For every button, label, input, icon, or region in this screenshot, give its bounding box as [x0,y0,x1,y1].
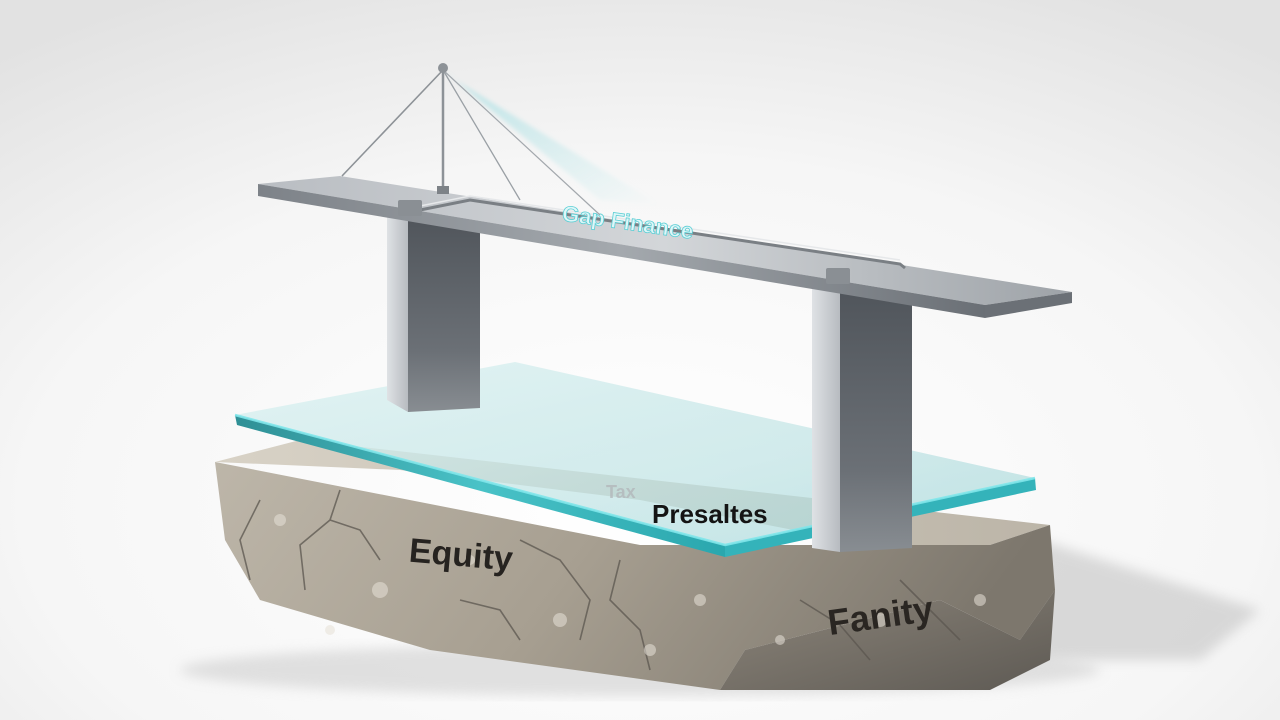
left-pillar-side [408,210,480,412]
deck-rail-highlight [409,195,901,261]
left-clamp [398,200,422,216]
glass-front-edge [235,415,725,557]
mast-top-ball [438,63,448,73]
mast-base [437,186,449,194]
glass-label: Presaltes [652,499,768,529]
deck-front [258,184,985,318]
deck-end [985,292,1072,318]
right-pillar-front [812,276,840,552]
deck-top [258,176,1072,305]
glass-glow-edge [234,413,1036,547]
cable-right-1 [442,69,521,201]
cable-right-2 [442,69,601,216]
glass-faint-label: Tax [606,482,636,502]
cable-left [341,69,444,177]
deck-rail [409,198,906,270]
left-pillar-front [387,206,408,412]
stone-right-face [720,590,1055,690]
bridge-deck: Gap Finance [258,176,1072,318]
right-pillar [812,276,912,552]
stone-left-label: Equity [408,532,515,579]
left-pillar [387,206,480,412]
right-pillar-side [840,282,912,552]
cable-system [341,63,660,216]
stone-speckle [274,514,986,656]
stone-front-face [215,462,1055,690]
right-clamp [826,268,850,284]
